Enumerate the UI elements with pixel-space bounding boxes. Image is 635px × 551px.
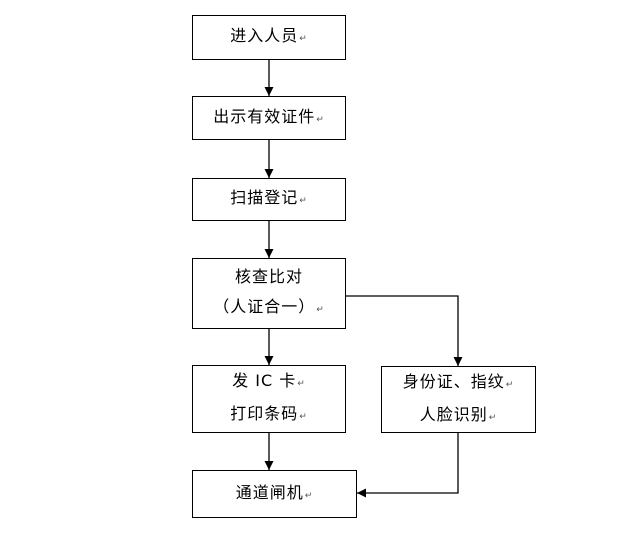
step-gate-label: 通道闸机 (235, 482, 304, 502)
return-mark-icon: ↵ (304, 490, 314, 501)
step-gate: 通道闸机↵ (192, 470, 357, 518)
arrow-4-6 (345, 295, 463, 366)
step-enter-personnel-label: 进入人员 (230, 26, 299, 45)
return-mark-icon: ↵ (299, 34, 308, 44)
step-biometric-line1: 身份证、指纹 (402, 371, 505, 391)
step-enter-personnel: 进入人员↵ (192, 15, 346, 60)
step-scan-register-label: 扫描登记 (230, 188, 299, 207)
step-show-id-label: 出示有效证件 (213, 106, 316, 126)
step-biometric-line2: 人脸识别 (419, 404, 488, 424)
step-verify-line2: （人证合一） (213, 297, 316, 316)
return-mark-icon: ↵ (299, 196, 308, 206)
step-issue-card: 发 IC 卡↵ 打印条码↵ (192, 365, 346, 433)
step-issue-card-line1: 发 IC 卡 (232, 371, 297, 390)
return-mark-icon: ↵ (316, 305, 325, 315)
step-biometric: 身份证、指纹↵ 人脸识别↵ (381, 366, 536, 433)
return-mark-icon: ↵ (316, 114, 325, 125)
return-mark-icon: ↵ (505, 379, 515, 390)
arrow-6-7 (357, 433, 459, 498)
step-issue-card-line2: 打印条码 (230, 404, 299, 423)
step-scan-register: 扫描登记↵ (192, 178, 346, 221)
return-mark-icon: ↵ (297, 379, 306, 389)
step-verify-line1: 核查比对 (234, 267, 303, 286)
step-show-id: 出示有效证件↵ (192, 96, 346, 140)
return-mark-icon: ↵ (299, 412, 308, 422)
return-mark-icon: ↵ (488, 412, 498, 423)
step-verify: 核查比对 （人证合一）↵ (192, 258, 346, 329)
